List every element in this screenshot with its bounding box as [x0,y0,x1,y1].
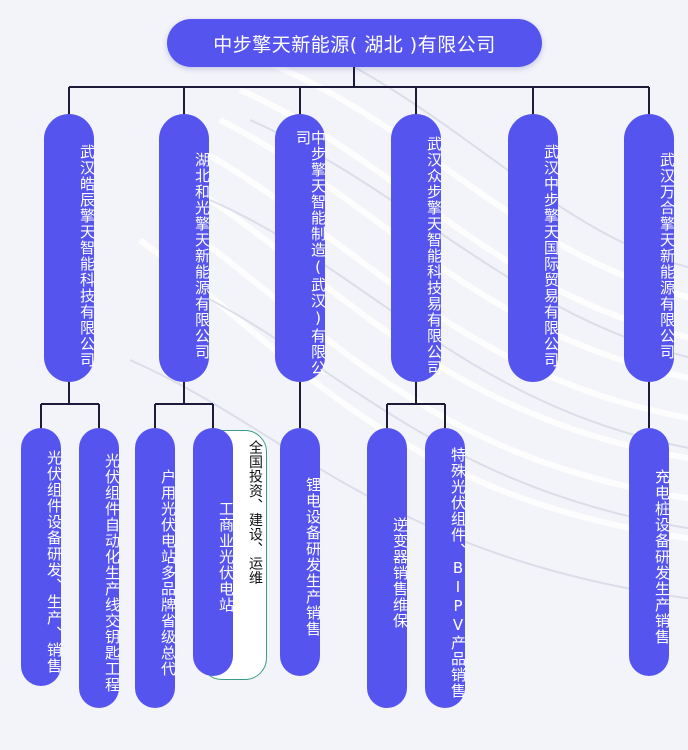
company-haochen-label: 武汉皓辰擎天智能科技有限公司 [78,144,96,368]
company-wanhe-label: 武汉万合擎天新能源有限公司 [658,152,676,360]
business-commercial-pv: 工商业光伏电站 [193,428,235,676]
business-lithium-equipment: 锂电设备研发生产销售 [280,428,322,676]
company-haochen: 武汉皓辰擎天智能科技有限公司 [44,114,96,382]
business-pv-turnkey: 光伏组件自动化生产线交钥匙工程 [79,428,121,708]
business-bipv: 特殊光伏组件、BIPV产品销售 [425,428,467,708]
business-pv-equipment-label: 光伏组件设备研发、生产、销售 [45,450,63,674]
business-inverter-label: 逆变器销售维保 [391,517,409,629]
root-company-label: 中步擎天新能源( 湖北 )有限公司 [213,33,496,56]
note-text: 全国投资、建设、运维 [247,440,263,585]
business-commercial-pv-label: 工商业光伏电站 [217,501,235,613]
business-inverter: 逆变器销售维保 [367,428,409,708]
business-charging-pile: 充电桩设备研发生产销售 [629,428,671,676]
business-pv-turnkey-label: 光伏组件自动化生产线交钥匙工程 [103,453,121,693]
company-zhongbu-tech: 武汉众步擎天智能科技易有限公司 [391,114,443,382]
company-trade-label: 武汉中步擎天国际贸易有限公司 [542,144,560,368]
business-residential-pv-label: 户用光伏电站多品牌省级总代 [159,469,177,677]
business-residential-pv: 户用光伏电站多品牌省级总代 [135,428,177,708]
company-manufacturing: 中步擎天智能制造(武汉)有限公司 [275,114,327,382]
business-charging-pile-label: 充电桩设备研发生产销售 [653,469,671,645]
company-wanhe: 武汉万合擎天新能源有限公司 [624,114,676,382]
company-heguang-label: 湖北和光擎天新能源有限公司 [193,152,211,360]
business-pv-equipment: 光伏组件设备研发、生产、销售 [21,428,63,686]
business-lithium-equipment-label: 锂电设备研发生产销售 [304,477,322,637]
root-company: 中步擎天新能源( 湖北 )有限公司 [167,19,542,67]
business-bipv-label: 特殊光伏组件、BIPV产品销售 [449,447,467,699]
company-heguang: 湖北和光擎天新能源有限公司 [159,114,211,382]
company-trade: 武汉中步擎天国际贸易有限公司 [508,114,560,382]
company-zhongbu-tech-label: 武汉众步擎天智能科技易有限公司 [425,136,443,376]
company-manufacturing-label: 中步擎天智能制造(武汉)有限公司 [294,130,327,376]
